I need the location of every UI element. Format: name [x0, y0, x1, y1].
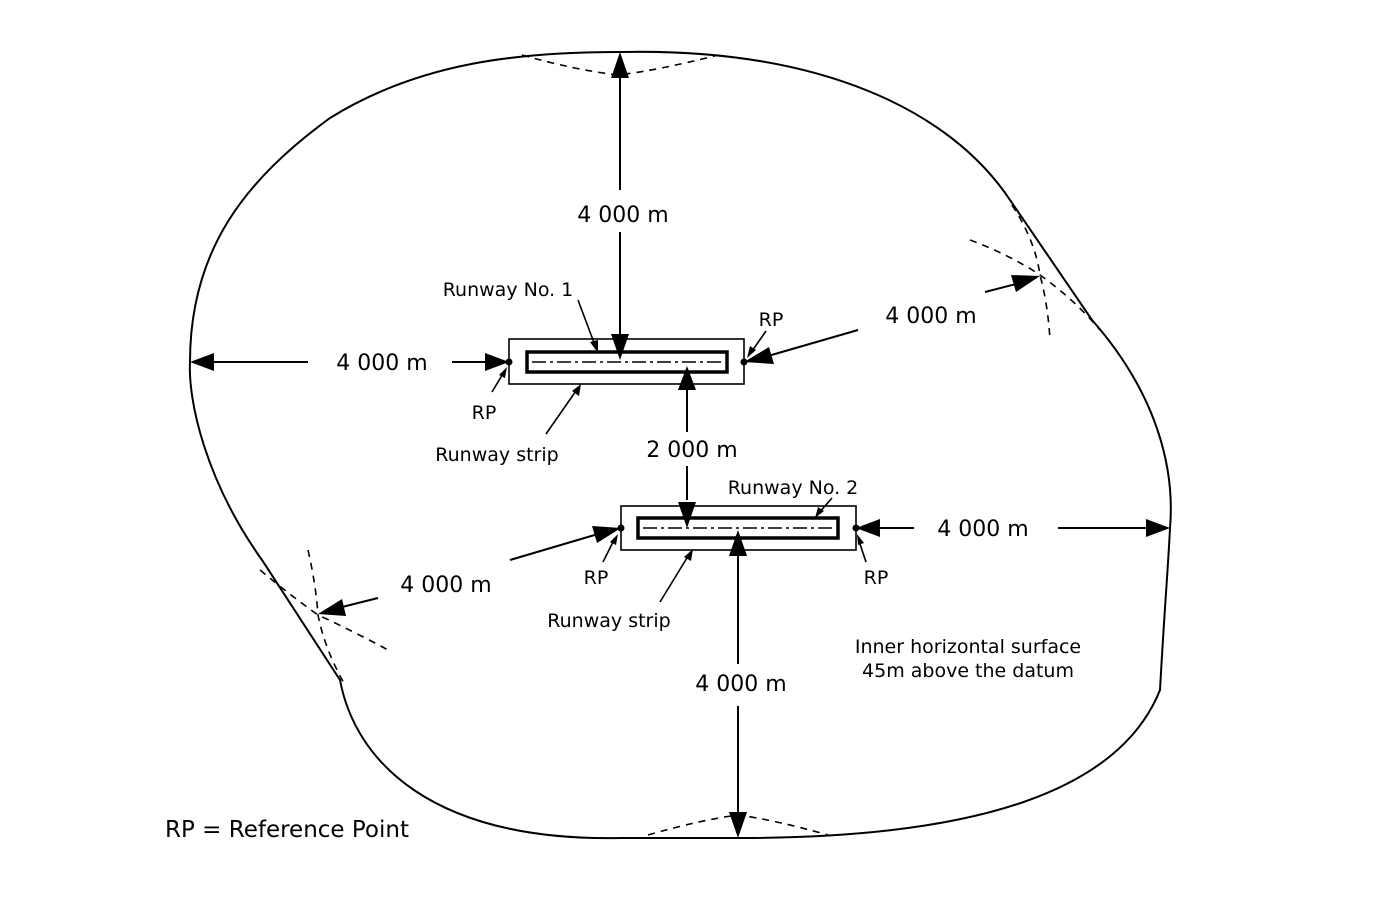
dist-left-label: 4 000 m: [336, 351, 427, 376]
dist-bottom-label: 4 000 m: [695, 672, 786, 697]
dist-right-label: 4 000 m: [937, 517, 1028, 542]
dist-lower-left-label: 4 000 m: [400, 573, 491, 598]
rp-r2-left-label: RP: [584, 567, 609, 589]
runway-1-group: [505, 338, 748, 385]
runway-1: [525, 350, 729, 374]
rp-r2-right-label: RP: [864, 567, 889, 589]
dist-upper-right-label: 4 000 m: [885, 304, 976, 329]
runway-2-label: Runway No. 2: [728, 477, 859, 499]
labels: 4 000 m 4 000 m 4 000 m 2 000 m 4 000 m …: [165, 203, 1081, 843]
runway-strip-1-label: Runway strip: [435, 444, 558, 466]
dimension-lines: [190, 52, 1170, 838]
leader-lines: [491, 299, 867, 603]
rp-r1-left-label: RP: [472, 402, 497, 424]
legend: RP = Reference Point: [165, 817, 409, 843]
dist-between-label: 2 000 m: [646, 438, 737, 463]
rp-r1-right-label: RP: [759, 309, 784, 331]
dist-top-label: 4 000 m: [577, 203, 668, 228]
surface-label-line1: Inner horizontal surface: [855, 636, 1081, 658]
runway-1-label: Runway No. 1: [443, 279, 574, 301]
surface-label-line2: 45m above the datum: [862, 660, 1074, 682]
runway-strip-2-label: Runway strip: [547, 610, 670, 632]
